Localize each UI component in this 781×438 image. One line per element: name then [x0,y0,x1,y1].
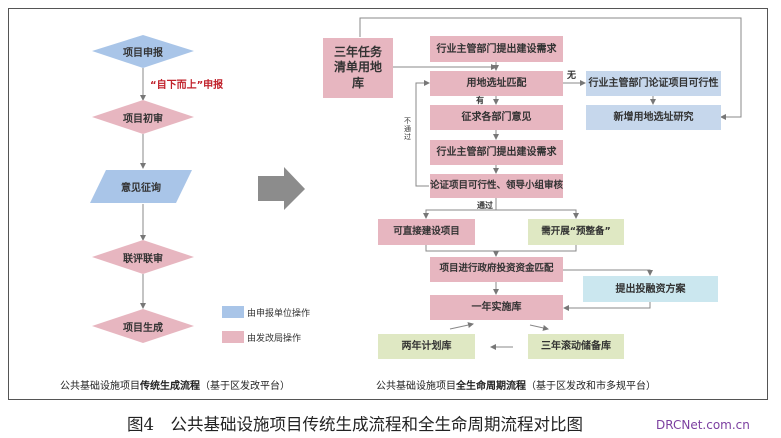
funding-box: 项目进行政府投资资金匹配 [430,257,563,282]
right-caption: 公共基础设施项目全生命周期流程（基于区发改和市多规平台） [376,377,656,392]
legend-swatch-blue [222,306,244,318]
new-site-box: 新增用地选址研究 [586,105,721,130]
caption-text: 公共基础设施项目 [60,381,140,392]
diamond-shape [92,240,194,274]
caption-text: 公共基础设施项目 [376,381,456,392]
bottom-up-annotation: “自下而上”申报 [150,80,224,91]
watermark: DRCNet.com.cn [656,418,750,432]
step-initial-review: 项目初审 [123,113,163,125]
diamond-shape [92,35,194,68]
one-year-box: 一年实施库 [430,295,563,320]
step-consultation: 意见征询 [121,183,161,194]
diamond-shape [92,309,194,343]
feasibility-box: 行业主管部门论证项目可行性 [586,71,721,96]
figure-frame [8,8,768,400]
caption-text: （基于区发改和市多规平台） [526,381,656,392]
step-joint-review: 联评联审 [123,253,163,265]
demand-box-2: 行业主管部门提出建设需求 [430,140,563,165]
demand-box-1: 行业主管部门提出建设需求 [430,36,563,62]
legend-swatch-pink [222,331,244,343]
three-year-box: 三年滚动储备库 [528,334,624,359]
label-pass: 通过 [477,201,493,210]
legend-label: 由申报单位操作 [247,309,311,319]
direct-build-box: 可直接建设项目 [378,219,475,245]
financing-box: 提出投融资方案 [583,276,718,302]
dept-opinion-box: 征求各部门意见 [430,105,563,130]
figure-caption: 图4 公共基础设施项目传统生成流程和全生命周期流程对比图 [127,415,583,434]
review-box: 论证项目可行性、领导小组审核 [430,174,563,198]
step-project-generation: 项目生成 [123,322,163,334]
label-none: 无 [567,71,577,81]
step-project-application: 项目申报 [123,48,163,59]
legend-label: 由发改局操作 [247,334,302,344]
caption-bold: 全生命周期流程 [456,381,526,392]
caption-text: （基于区发改平台） [200,381,290,392]
label-fail: 不通过 [404,117,411,142]
site-match-box: 用地选址匹配 [430,71,563,96]
label-yes: 有 [476,96,484,105]
land-bank-box: 三年任务清单用地库 [323,38,393,98]
pre-prep-box: 需开展“预整备” [528,219,624,245]
left-caption: 公共基础设施项目传统生成流程（基于区发改平台） [60,377,290,392]
two-year-box: 两年计划库 [378,334,475,359]
parallelogram-shape [90,170,192,203]
caption-bold: 传统生成流程 [140,381,200,392]
diamond-shape [92,100,194,134]
